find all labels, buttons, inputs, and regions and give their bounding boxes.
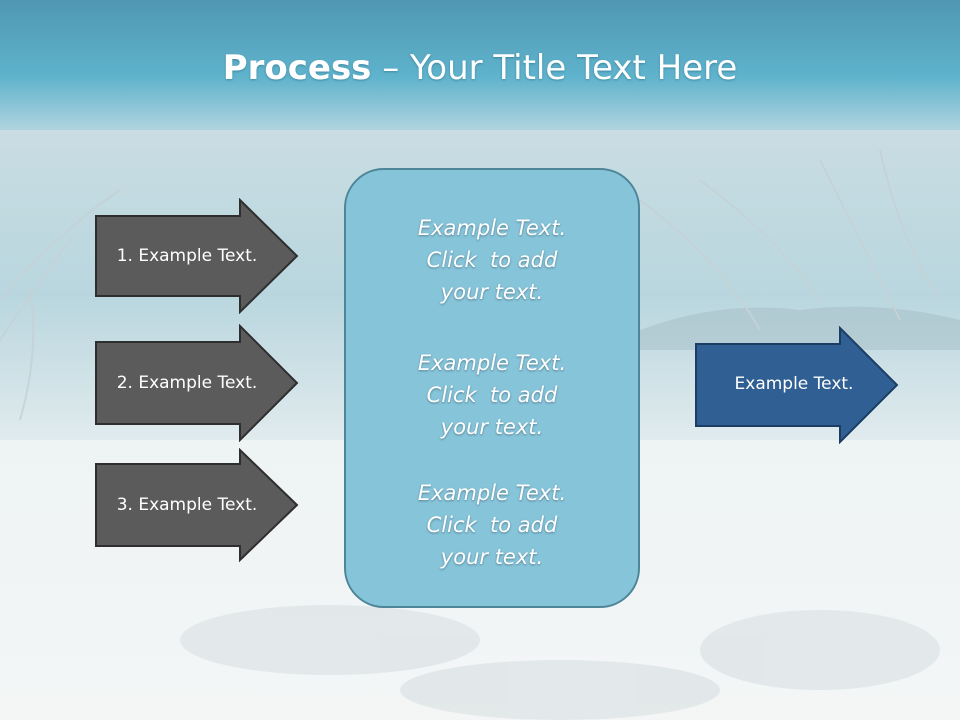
center-block-1-line-1: Example Text.	[417, 216, 567, 240]
step-arrow-3[interactable]	[94, 448, 300, 564]
output-arrow[interactable]	[694, 326, 900, 444]
step-arrow-2-shape	[95, 324, 299, 442]
output-arrow-shape	[695, 326, 899, 444]
step-label-1: 1. Example Text.	[116, 246, 258, 266]
center-block-3[interactable]: Example Text. Click to add your text.	[344, 477, 640, 573]
center-block-3-line-1: Example Text.	[417, 481, 567, 505]
center-block-2-line-1: Example Text.	[417, 351, 567, 375]
center-block-1[interactable]: Example Text. Click to add your text.	[344, 212, 640, 308]
output-label: Example Text.	[734, 374, 854, 394]
center-block-1-line-3: your text.	[440, 280, 544, 304]
center-block-1-line-2: Click to add	[426, 248, 558, 272]
title-bold: Process	[222, 48, 372, 88]
step-arrow-2[interactable]	[94, 324, 300, 442]
step-label-3: 3. Example Text.	[116, 495, 258, 515]
page-title: Process – Your Title Text Here	[0, 48, 960, 88]
title-rest: – Your Title Text Here	[371, 48, 738, 88]
center-block-2[interactable]: Example Text. Click to add your text.	[344, 347, 640, 443]
step-arrow-1[interactable]	[94, 198, 300, 314]
center-block-2-line-3: your text.	[440, 415, 544, 439]
center-content-box[interactable]	[344, 168, 640, 608]
step-arrow-3-shape	[95, 448, 299, 563]
step-label-2: 2. Example Text.	[116, 373, 258, 393]
step-arrow-1-shape	[95, 198, 299, 314]
center-block-3-line-2: Click to add	[426, 513, 558, 537]
center-block-2-line-2: Click to add	[426, 383, 558, 407]
center-block-3-line-3: your text.	[440, 545, 544, 569]
